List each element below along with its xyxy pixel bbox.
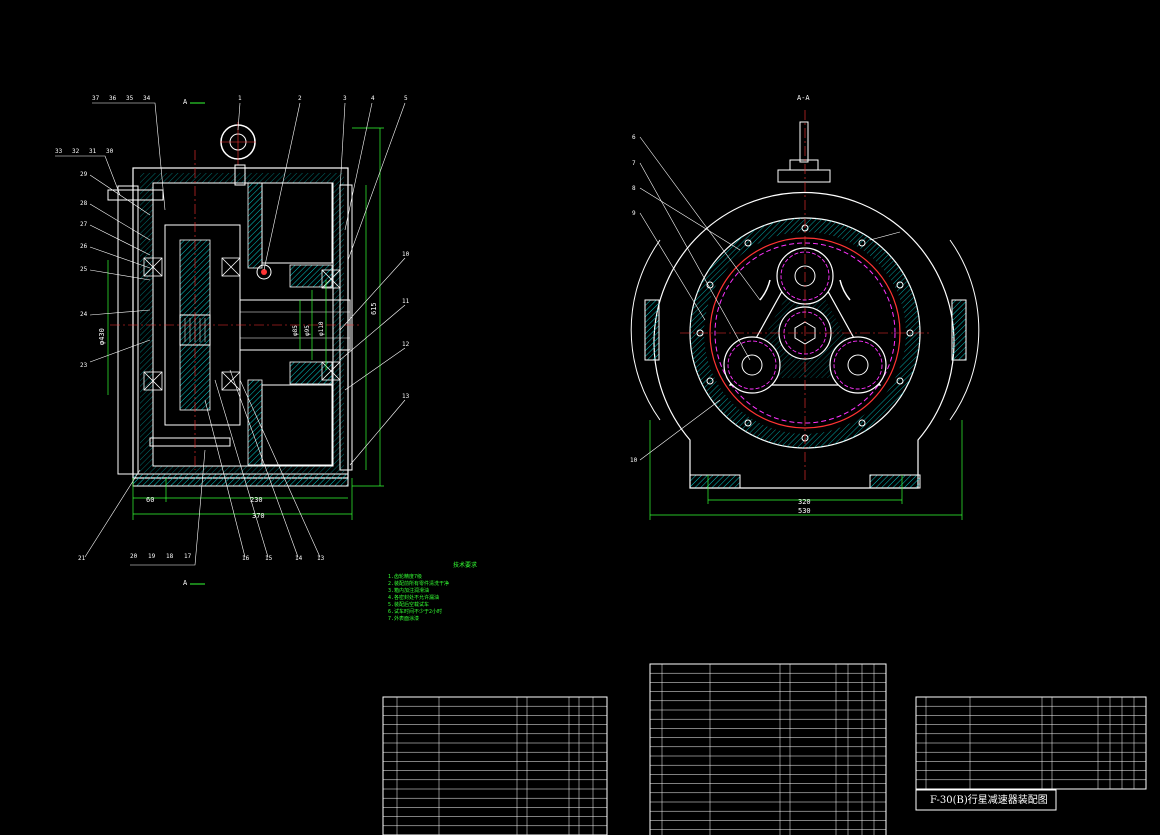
callout: 18 bbox=[166, 553, 174, 560]
bom-table-frame bbox=[649, 663, 887, 835]
note-line: 3.箱内加注润滑油 bbox=[388, 587, 429, 594]
notes-heading: 技术要求 bbox=[453, 561, 477, 569]
section-callouts-top: 37 36 35 34 1 2 3 4 5 bbox=[92, 95, 408, 102]
technical-notes: 技术要求 1.齿轮精度7级 2.装配前所有零件清洗干净 3.箱内加注润滑油 4.… bbox=[388, 561, 477, 622]
callout: 33 bbox=[55, 148, 63, 155]
note-line: 4.各密封处不允许漏油 bbox=[388, 594, 439, 601]
section-dim-lines bbox=[107, 127, 384, 520]
dim-shaft-dia-2: φ95 bbox=[304, 325, 311, 336]
dim-shaft-dia-3: φ110 bbox=[318, 321, 325, 336]
callout: 7 bbox=[632, 160, 636, 167]
callout: 16 bbox=[242, 555, 250, 562]
callout: 2 bbox=[298, 95, 302, 102]
note-line: 1.齿轮精度7级 bbox=[388, 573, 422, 580]
callout: 21 bbox=[78, 555, 86, 562]
section-view: A A bbox=[55, 95, 410, 587]
callout: 32 bbox=[72, 148, 80, 155]
bom-table-frame bbox=[382, 696, 608, 835]
dim-shaft-dia-1: φ85 bbox=[292, 325, 299, 336]
section-mark-bottom: A bbox=[183, 579, 188, 587]
callout: 1 bbox=[238, 95, 242, 102]
note-line: 2.装配前所有零件清洗干净 bbox=[388, 580, 449, 587]
callout: 10 bbox=[630, 457, 638, 464]
end-view: A-A bbox=[630, 94, 980, 520]
note-line: 5.装配后空载试车 bbox=[388, 601, 429, 608]
callout: 3 bbox=[343, 95, 347, 102]
callout: 25 bbox=[80, 266, 88, 273]
end-dim-overall: 530 bbox=[798, 507, 811, 515]
callout: 12 bbox=[402, 341, 410, 348]
housing-outline bbox=[117, 167, 353, 487]
callout: 4 bbox=[371, 95, 375, 102]
breather-plug bbox=[799, 121, 809, 163]
callout: 23 bbox=[80, 362, 88, 369]
end-dim-base: 320 bbox=[798, 498, 811, 506]
section-mark-top: A bbox=[183, 98, 188, 106]
drawing-title: F-30(B)行星减速器装配图 bbox=[930, 793, 1048, 806]
callout: 34 bbox=[143, 95, 151, 102]
callout: 10 bbox=[402, 251, 410, 258]
callout: 19 bbox=[148, 553, 156, 560]
note-line: 7.外表面涂漆 bbox=[388, 615, 419, 622]
callout: 6 bbox=[632, 134, 636, 141]
section-leaders bbox=[55, 102, 406, 566]
dim-left-dia: φ430 bbox=[98, 328, 106, 345]
title-block: F-30(B)行星减速器装配图 bbox=[915, 789, 1057, 811]
callout: 9 bbox=[632, 210, 636, 217]
end-view-mark: A-A bbox=[797, 94, 810, 102]
section-callouts-bottom: 21 20 19 18 17 16 15 14 13 bbox=[78, 553, 325, 562]
callout: 14 bbox=[295, 555, 303, 562]
callout: 13 bbox=[402, 393, 410, 400]
callout: 29 bbox=[80, 171, 88, 178]
callout: 17 bbox=[184, 553, 192, 560]
callout: 37 bbox=[92, 95, 100, 102]
callout: 13 bbox=[317, 555, 325, 562]
dim-left-width: 60 bbox=[146, 496, 154, 504]
note-line: 6.试车时间不少于2小时 bbox=[388, 608, 442, 615]
dim-overall-width: 370 bbox=[252, 512, 265, 520]
bill-of-materials bbox=[382, 663, 1147, 835]
callout: 30 bbox=[106, 148, 114, 155]
callout: 36 bbox=[109, 95, 117, 102]
callout: 11 bbox=[402, 298, 410, 305]
callout: 20 bbox=[130, 553, 138, 560]
end-leaders bbox=[639, 136, 901, 461]
callout: 31 bbox=[89, 148, 97, 155]
section-callouts-left: 33 32 31 30 29 28 27 26 25 24 23 bbox=[55, 148, 114, 369]
callout: 24 bbox=[80, 311, 88, 318]
callout: 26 bbox=[80, 243, 88, 250]
section-callouts-right: 10 11 12 13 bbox=[402, 251, 410, 400]
callout: 8 bbox=[632, 185, 636, 192]
callout: 27 bbox=[80, 221, 88, 228]
callout: 5 bbox=[404, 95, 408, 102]
callout: 15 bbox=[265, 555, 273, 562]
callout: 35 bbox=[126, 95, 134, 102]
end-dim-lines bbox=[649, 420, 963, 520]
callout: 28 bbox=[80, 200, 88, 207]
dim-overall-height: 615 bbox=[370, 302, 378, 315]
dim-body-width: 230 bbox=[250, 496, 263, 504]
